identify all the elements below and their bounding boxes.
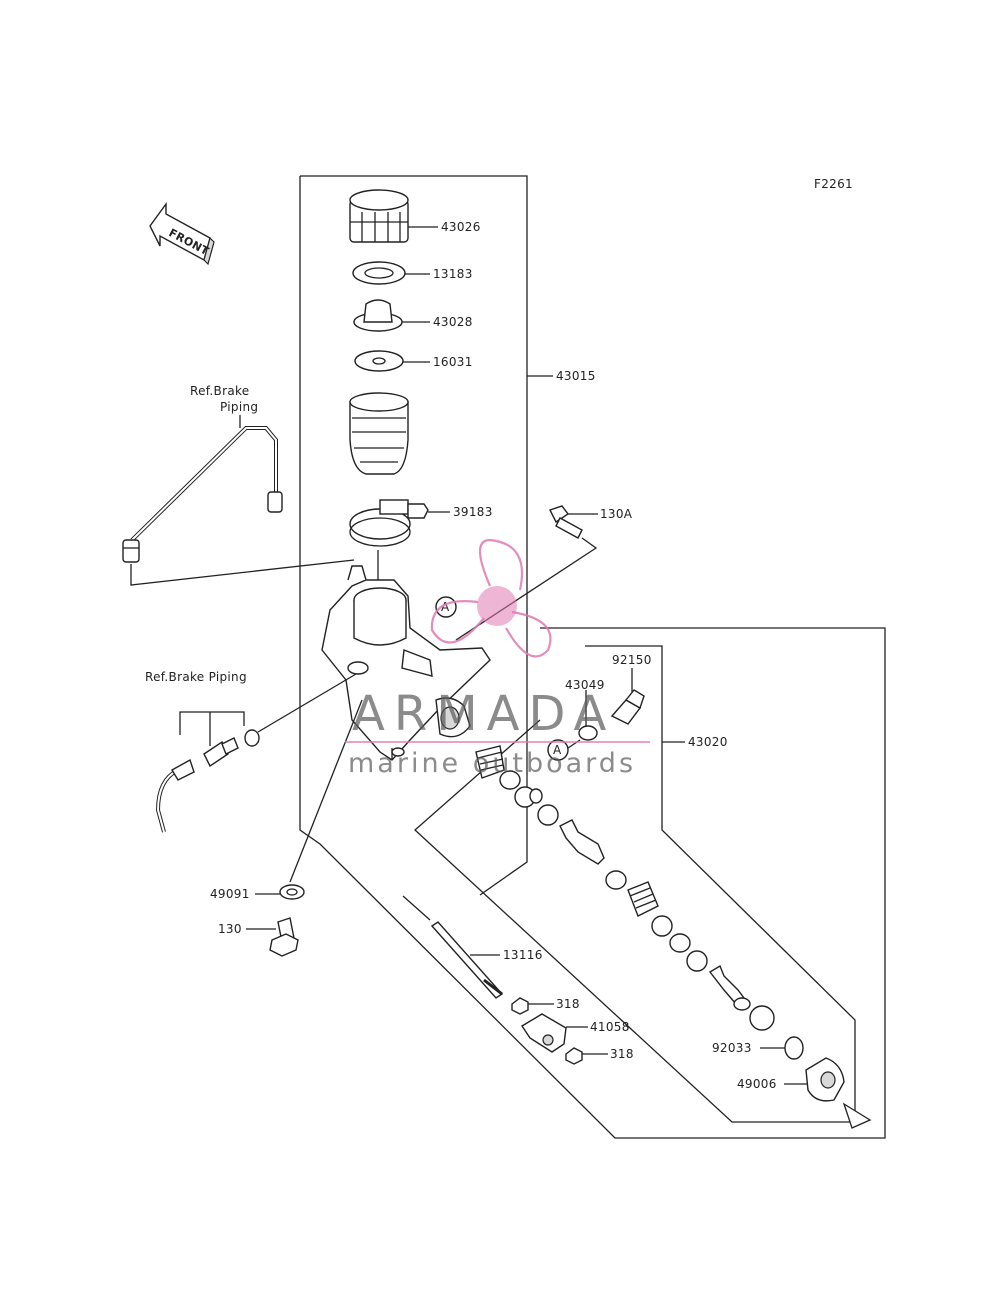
- push-rod: [430, 921, 504, 999]
- piston-assembly: [475, 745, 775, 1031]
- marker-a-lower-text: A: [553, 743, 562, 757]
- part-label-318-lower: 318: [610, 1047, 634, 1061]
- dust-boot: [805, 1057, 845, 1102]
- part-label-13116: 13116: [503, 948, 543, 962]
- part-label-43049: 43049: [565, 678, 605, 692]
- part-label-13183: 13183: [433, 267, 473, 281]
- bolt-130A: [549, 505, 583, 539]
- master-cylinder-body: [321, 565, 491, 761]
- bracket-43015: [300, 175, 528, 896]
- part-label-43028: 43028: [433, 315, 473, 329]
- part-label-130A: 130A: [600, 507, 633, 521]
- armada-logo-icon: [430, 538, 552, 658]
- plate-ring: [352, 261, 406, 285]
- part-label-16031: 16031: [433, 355, 473, 369]
- circlip: [784, 1036, 804, 1060]
- seal-washer: [279, 884, 305, 900]
- bracket-43020: [414, 645, 856, 1123]
- nut-upper: [511, 997, 529, 1015]
- ref-brake-piping-lower: Ref.Brake Piping: [145, 670, 247, 684]
- armada-logo-hub: [477, 586, 517, 626]
- marker-a-upper-text: A: [441, 600, 450, 614]
- diaphragm-boot: [349, 392, 409, 475]
- watermark-tagline: marine outboards: [348, 748, 636, 779]
- part-label-130: 130: [218, 922, 242, 936]
- front-arrow-icon: FRONT: [149, 201, 215, 266]
- drain-bolt: [269, 917, 299, 957]
- part-label-49091: 49091: [210, 887, 250, 901]
- part-label-318-upper: 318: [556, 997, 580, 1011]
- clevis-joint: [521, 1013, 567, 1053]
- diaphragm-plate: [353, 299, 403, 332]
- watermark-brand: ARMADA: [352, 686, 615, 742]
- ref-brake-piping-upper-line1: Ref.Brake: [190, 384, 249, 398]
- part-label-43026: 43026: [441, 220, 481, 234]
- marker-a-lower: [547, 739, 569, 761]
- part-label-43015: 43015: [556, 369, 596, 383]
- upper-brake-pipe: [122, 426, 283, 563]
- ref-brake-piping-upper-line2: Piping: [220, 400, 258, 414]
- part-label-43020: 43020: [688, 735, 728, 749]
- bleeder-valve: [610, 689, 645, 725]
- figure-code: F2261: [814, 177, 853, 191]
- lower-brake-pipe: [155, 729, 260, 833]
- part-label-92150: 92150: [612, 653, 652, 667]
- reservoir-cap: [349, 189, 409, 243]
- washer: [354, 350, 404, 372]
- part-label-92033: 92033: [712, 1041, 752, 1055]
- part-label-39183: 39183: [453, 505, 493, 519]
- part-label-41058: 41058: [590, 1020, 630, 1034]
- reservoir-clamp: [349, 499, 429, 547]
- nut-lower: [565, 1047, 583, 1065]
- part-label-49006: 49006: [737, 1077, 777, 1091]
- bleeder-cap: [578, 725, 598, 741]
